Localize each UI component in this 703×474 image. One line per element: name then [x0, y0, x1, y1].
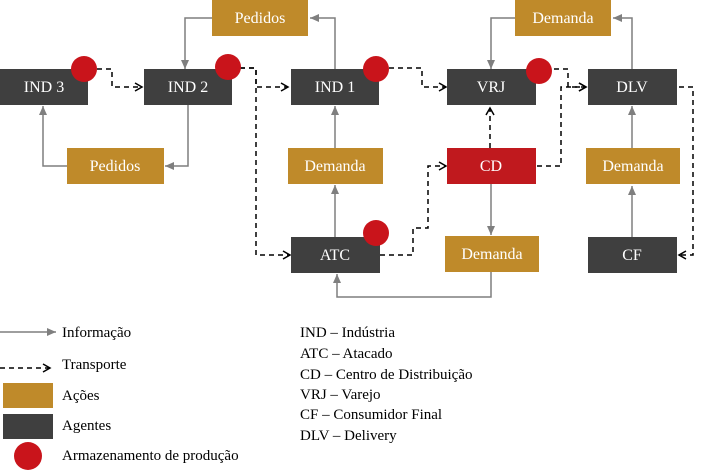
action-boxes: Pedidos Pedidos Demanda Demanda Demanda … — [67, 0, 680, 272]
abbr-cd: CD – Centro de Distribuição — [300, 367, 472, 383]
abbr-dlv: DLV – Delivery — [300, 428, 397, 444]
pedidos-bottom-label: Pedidos — [90, 158, 141, 175]
dlv-label: DLV — [616, 79, 648, 96]
legend-agentes: Agentes — [62, 418, 111, 434]
demanda-ind1-box: Demanda — [288, 148, 383, 184]
abbr-cf: CF – Consumidor Final — [300, 407, 442, 423]
legend-transporte: Transporte — [62, 357, 127, 373]
transport-cd-to-dlv — [537, 82, 588, 167]
pedidos-bottom-box: Pedidos — [67, 148, 164, 184]
abbr-ind: IND – Indústria — [300, 325, 395, 341]
ind2-label: IND 2 — [168, 79, 208, 96]
ind1-label: IND 1 — [315, 79, 355, 96]
abbr-atc: ATC – Atacado — [300, 346, 392, 362]
arrow-dlv-to-demanda-top — [613, 14, 633, 69]
vrj-box: VRJ — [447, 69, 536, 105]
ind2-box: IND 2 — [144, 69, 232, 105]
dlv-box: DLV — [588, 69, 677, 105]
arrow-demanda-cd-to-atc — [333, 272, 492, 298]
transport-ind2-to-atc — [240, 67, 292, 260]
arrow-pedidos-bottom-to-ind3 — [39, 106, 67, 167]
cd-box: CD — [447, 148, 536, 184]
transport-dlv-to-cf — [677, 86, 694, 260]
pedidos-top-box: Pedidos — [212, 0, 308, 36]
arrow-pedidos-top-to-ind2 — [181, 17, 212, 69]
arrow-demanda-top-to-vrj — [487, 17, 515, 69]
legend-agentes-swatch — [3, 414, 53, 439]
arrow-ind2-to-pedidos-bottom — [165, 104, 189, 170]
pedidos-top-label: Pedidos — [235, 10, 286, 27]
storage-atc — [363, 220, 389, 246]
transport-ind3-to-ind2 — [97, 68, 144, 92]
abbr-vrj: VRJ – Varejo — [300, 387, 381, 403]
legend-informacao: Informação — [62, 325, 131, 341]
atc-box: ATC — [291, 237, 380, 273]
cf-label: CF — [622, 247, 642, 264]
agent-boxes: IND 3 IND 2 IND 1 VRJ DLV ATC CD CF — [0, 69, 677, 273]
abbreviations: IND – Indústria ATC – Atacado CD – Centr… — [300, 325, 472, 444]
legend-armazenamento-swatch — [14, 442, 42, 470]
legend: Informação Transporte Ações Agentes Arma… — [0, 325, 239, 470]
transport-arrows — [97, 67, 694, 260]
demanda-ind1-label: Demanda — [304, 158, 365, 175]
ind1-box: IND 1 — [291, 69, 379, 105]
arrow-ind1-to-pedidos-top — [310, 14, 336, 69]
demanda-top-label: Demanda — [532, 10, 593, 27]
cf-box: CF — [588, 237, 677, 273]
legend-acoes: Ações — [62, 388, 100, 404]
demanda-cd-label: Demanda — [461, 246, 522, 263]
demanda-top-box: Demanda — [515, 0, 611, 36]
atc-label: ATC — [320, 247, 350, 264]
legend-armazenamento: Armazenamento de produção — [62, 448, 239, 464]
transport-ind1-to-vrj — [389, 67, 448, 92]
ind3-label: IND 3 — [24, 79, 64, 96]
storage-ind1 — [363, 56, 389, 82]
transport-atc-to-cd — [380, 161, 448, 256]
transport-ind2-to-ind1 — [240, 67, 290, 92]
storage-markers — [71, 54, 552, 246]
storage-ind2 — [215, 54, 241, 80]
information-arrows — [39, 14, 636, 298]
storage-vrj — [526, 58, 552, 84]
legend-acoes-swatch — [3, 383, 53, 408]
storage-ind3 — [71, 56, 97, 82]
demanda-cd-box: Demanda — [445, 236, 539, 272]
cd-label: CD — [480, 158, 502, 175]
transport-vrj-to-dlv — [554, 68, 588, 92]
demanda-dlv-box: Demanda — [586, 148, 680, 184]
vrj-label: VRJ — [477, 79, 505, 96]
demanda-dlv-label: Demanda — [602, 158, 663, 175]
